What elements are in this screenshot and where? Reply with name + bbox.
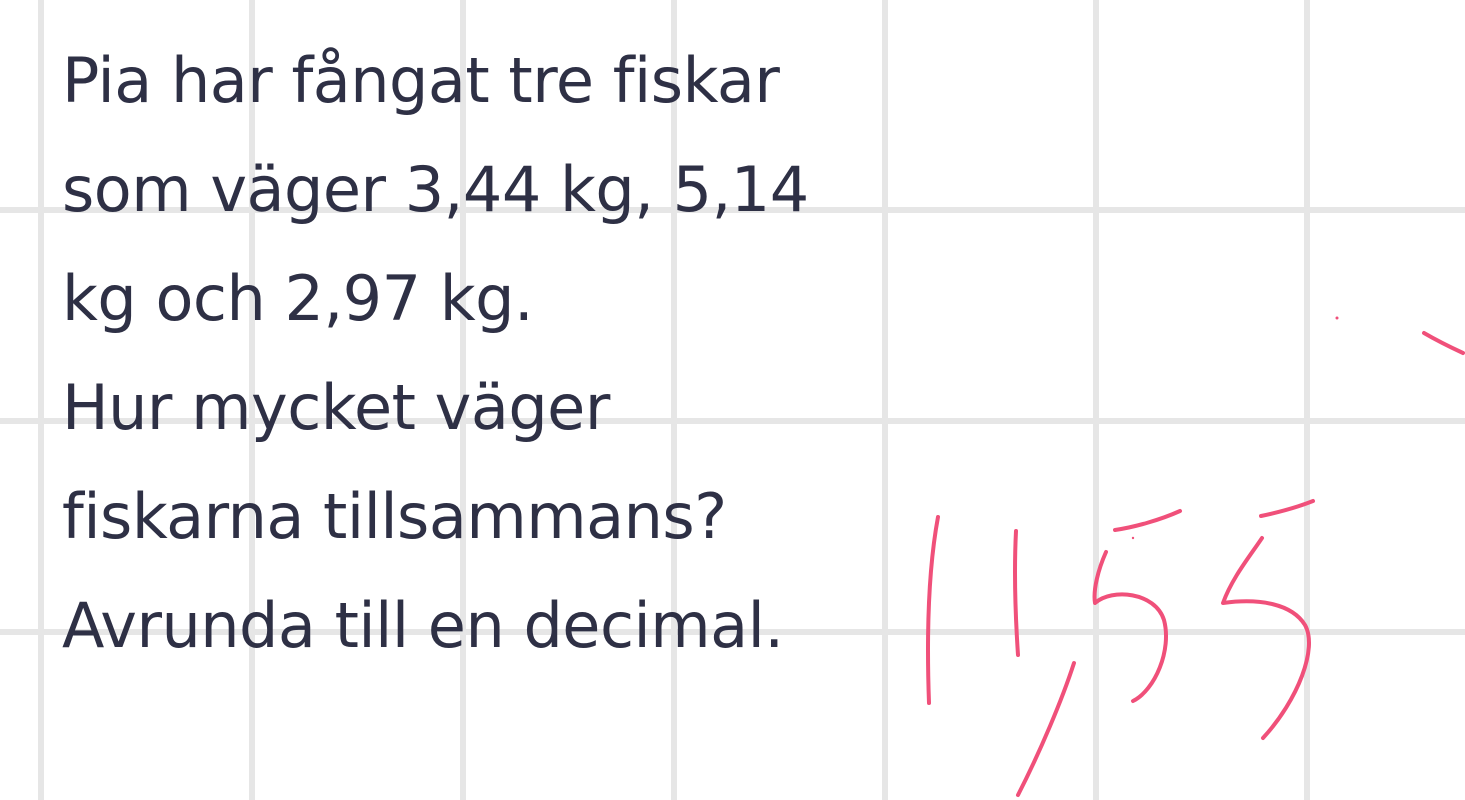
- question-paragraph-1: Pia har fångat tre fiskar som väger 3,44…: [62, 44, 809, 335]
- question-paragraph-2: Hur mycket väger fiskarna tillsammans? A…: [62, 371, 784, 662]
- question-text: Pia har fångat tre fiskar som väger 3,44…: [62, 26, 862, 680]
